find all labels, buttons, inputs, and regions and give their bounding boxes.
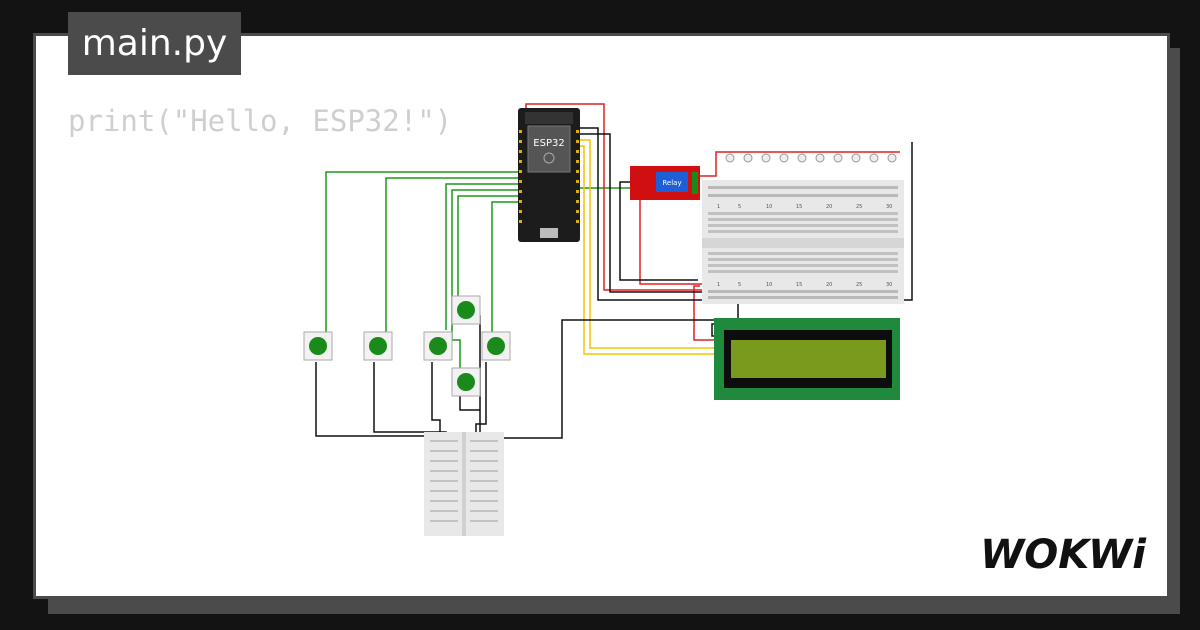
bb-top-num: 20 <box>826 204 832 210</box>
bb-bottom-num: 1 <box>717 282 720 288</box>
diagram-card <box>33 33 1170 599</box>
bb-bottom-num: 30 <box>886 282 892 288</box>
bb-top-num: 30 <box>886 204 892 210</box>
bb-top-num: 15 <box>796 204 802 210</box>
push-button[interactable] <box>423 331 453 361</box>
breadboard-top-numbers: 1 5 10 15 20 25 30 <box>717 204 892 210</box>
file-tab[interactable]: main.py <box>68 12 241 75</box>
mini-breadboard <box>424 432 504 536</box>
bb-bottom-num: 20 <box>826 282 832 288</box>
bb-bottom-num: 5 <box>738 282 741 288</box>
bb-bottom-num: 10 <box>766 282 772 288</box>
bb-bottom-num: 25 <box>856 282 862 288</box>
push-button[interactable] <box>481 331 511 361</box>
bb-top-num: 1 <box>717 204 720 210</box>
push-buttons[interactable] <box>303 295 511 397</box>
relay-module[interactable]: Relay <box>630 166 700 200</box>
black-wires <box>315 127 913 440</box>
push-button[interactable] <box>451 367 481 397</box>
bb-top-num: 10 <box>766 204 772 210</box>
push-button[interactable] <box>363 331 393 361</box>
main-breadboard: 1 5 10 15 20 25 30 1 5 10 15 20 25 30 <box>702 180 904 304</box>
push-button[interactable] <box>451 295 481 325</box>
esp32-label: ESP32 <box>533 138 564 149</box>
bb-top-num: 5 <box>738 204 741 210</box>
bb-bottom-num: 15 <box>796 282 802 288</box>
bb-top-num: 25 <box>856 204 862 210</box>
esp32-board[interactable]: ESP32 <box>518 108 580 242</box>
push-button[interactable] <box>303 331 333 361</box>
yellow-wires <box>580 139 722 355</box>
led-row <box>725 153 897 163</box>
code-line: print("Hello, ESP32!") <box>68 104 453 138</box>
breadboard-bottom-numbers: 1 5 10 15 20 25 30 <box>717 282 892 288</box>
relay-label: Relay <box>662 179 681 187</box>
lcd-display <box>714 318 900 400</box>
wokwi-logo: WOKWi <box>980 532 1147 578</box>
